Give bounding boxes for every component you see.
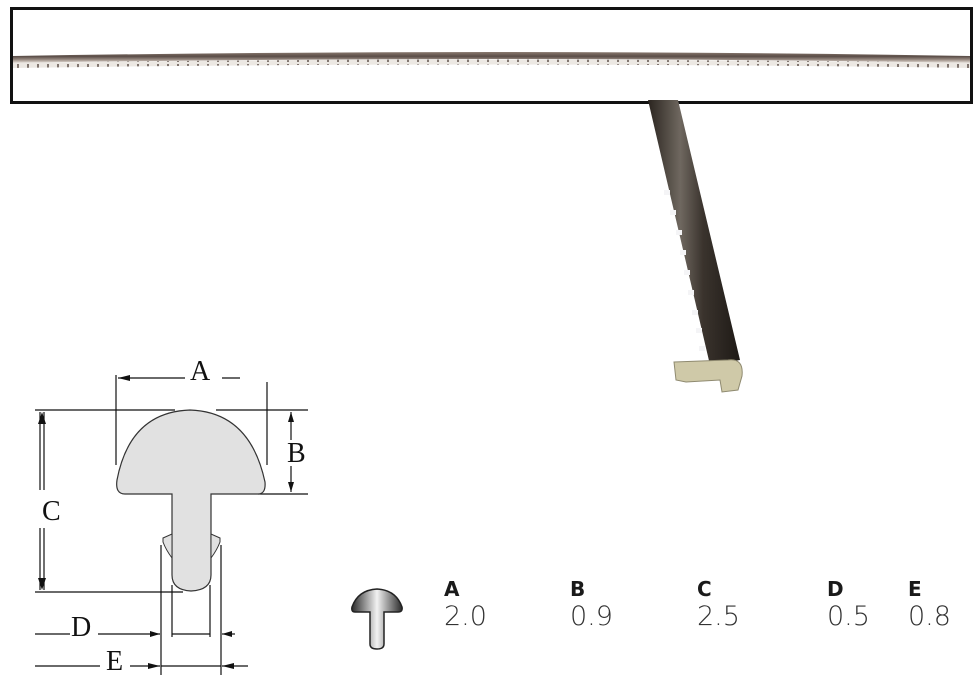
dimension-label-e: E xyxy=(106,646,123,677)
dimension-label-d: D xyxy=(71,612,91,643)
spec-column-d: D 0.5 xyxy=(827,578,870,634)
fret-wire-strip-image xyxy=(13,52,970,68)
spec-label: B xyxy=(570,577,586,601)
dimension-label-b: B xyxy=(287,438,306,469)
fret-wire-closeup-photo xyxy=(630,100,780,404)
spec-label: A xyxy=(444,577,460,601)
spec-column-b: B 0.9 xyxy=(570,578,613,634)
spec-value: 2.0 xyxy=(444,601,487,632)
dimension-label-c: C xyxy=(42,496,61,527)
spec-label: E xyxy=(908,577,922,601)
spec-value: 0.5 xyxy=(827,601,870,632)
spec-label: C xyxy=(697,577,712,601)
spec-value: 0.8 xyxy=(908,601,951,632)
spec-column-a: A 2.0 xyxy=(444,578,487,634)
spec-value: 2.5 xyxy=(697,601,740,632)
spec-table: A 2.0 B 0.9 C 2.5 D 0.5 E 0.8 xyxy=(340,570,980,660)
dimension-label-a: A xyxy=(190,356,211,387)
fret-profile-icon xyxy=(351,588,403,650)
spec-column-c: C 2.5 xyxy=(697,578,740,634)
spec-column-e: E 0.8 xyxy=(908,578,951,634)
spec-label: D xyxy=(827,577,844,601)
fret-wire-banner xyxy=(10,7,973,104)
fret-profile-shape xyxy=(116,409,266,592)
fret-profile-diagram: A B C D E xyxy=(0,350,330,694)
spec-value: 0.9 xyxy=(570,601,613,632)
